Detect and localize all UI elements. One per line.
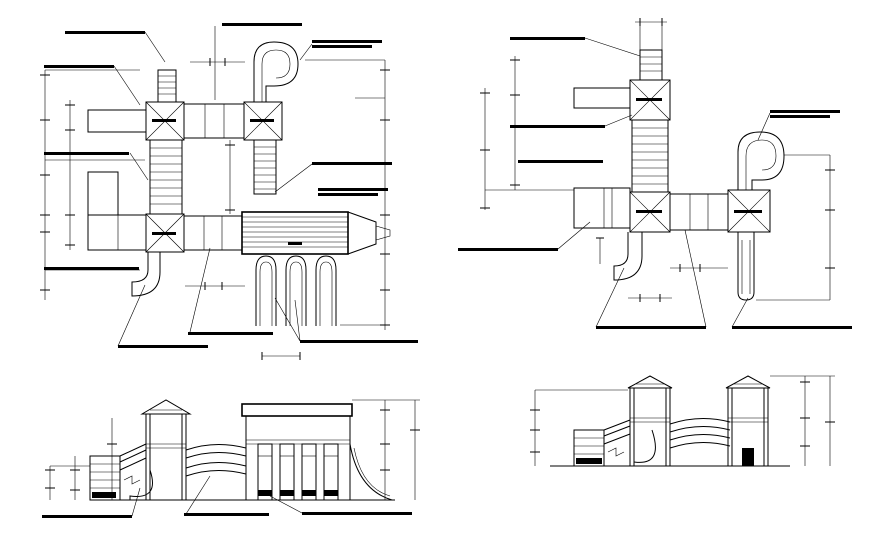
plan1-tower-sw (145, 213, 185, 253)
plan1-right-dimension (305, 59, 390, 330)
plan-view-1 (40, 23, 418, 360)
plan2-tower-right (727, 189, 771, 233)
plan1-spiral-slide (253, 41, 299, 102)
plan2-spiral-slide (737, 131, 785, 190)
plan1-left-arm (87, 109, 147, 133)
elev1-steps (89, 455, 121, 501)
plan2-dimensions (480, 56, 835, 302)
elev1-tower (140, 399, 192, 500)
elev1-dimensions (45, 399, 420, 500)
plan-view-2 (458, 18, 852, 329)
elev2-right-tower (725, 375, 771, 466)
plan1-bottom-bridge (183, 215, 243, 251)
elevation-view-1 (42, 399, 420, 518)
plan1-triple-slides (255, 255, 337, 360)
elev1-stair-rail (119, 443, 147, 485)
elev1-roofed-structure (241, 403, 353, 501)
plan2-tower-top (573, 79, 671, 121)
plan2-left-platform (573, 187, 631, 229)
elevation-view-2 (530, 375, 835, 467)
plan2-tower-mid (629, 191, 671, 233)
elev2-wavy-bridge (669, 418, 731, 449)
plan1-labels (44, 23, 418, 348)
plan1-left-dimension (40, 69, 145, 300)
elev1-labels (42, 475, 412, 518)
elev2-steps (573, 429, 605, 467)
plan2-bridge (669, 193, 729, 231)
plan2-stair-column (631, 119, 669, 193)
plan1-inner-dimension (190, 58, 245, 214)
elev2-dimensions (530, 375, 835, 466)
plan1-right-stairs (253, 139, 277, 195)
elev2-left-tower (627, 375, 673, 466)
elev1-wavy-bridge (185, 444, 247, 477)
plan1-tower-nw (145, 101, 185, 141)
plan1-curved-slide (131, 252, 161, 297)
plan2-labels (458, 37, 852, 329)
plan2-curved-slide (613, 232, 643, 281)
plan1-bottom-dimension (185, 282, 245, 290)
elev1-tower-slide (129, 469, 153, 500)
plan1-lower-left-platform (87, 171, 147, 251)
elev1-right-slide (349, 443, 393, 501)
plan1-tower-ne (243, 101, 283, 141)
elev2-tower-slide (633, 429, 656, 463)
plan1-top-stairs (157, 69, 177, 103)
plan2-straight-slide (737, 232, 755, 301)
plan2-top-stairs (635, 18, 667, 81)
plan1-roofed-deck (241, 211, 391, 255)
elev2-stair-rail (603, 419, 631, 457)
plan1-top-bridge (183, 103, 245, 139)
plan1-left-stairs (149, 139, 183, 215)
